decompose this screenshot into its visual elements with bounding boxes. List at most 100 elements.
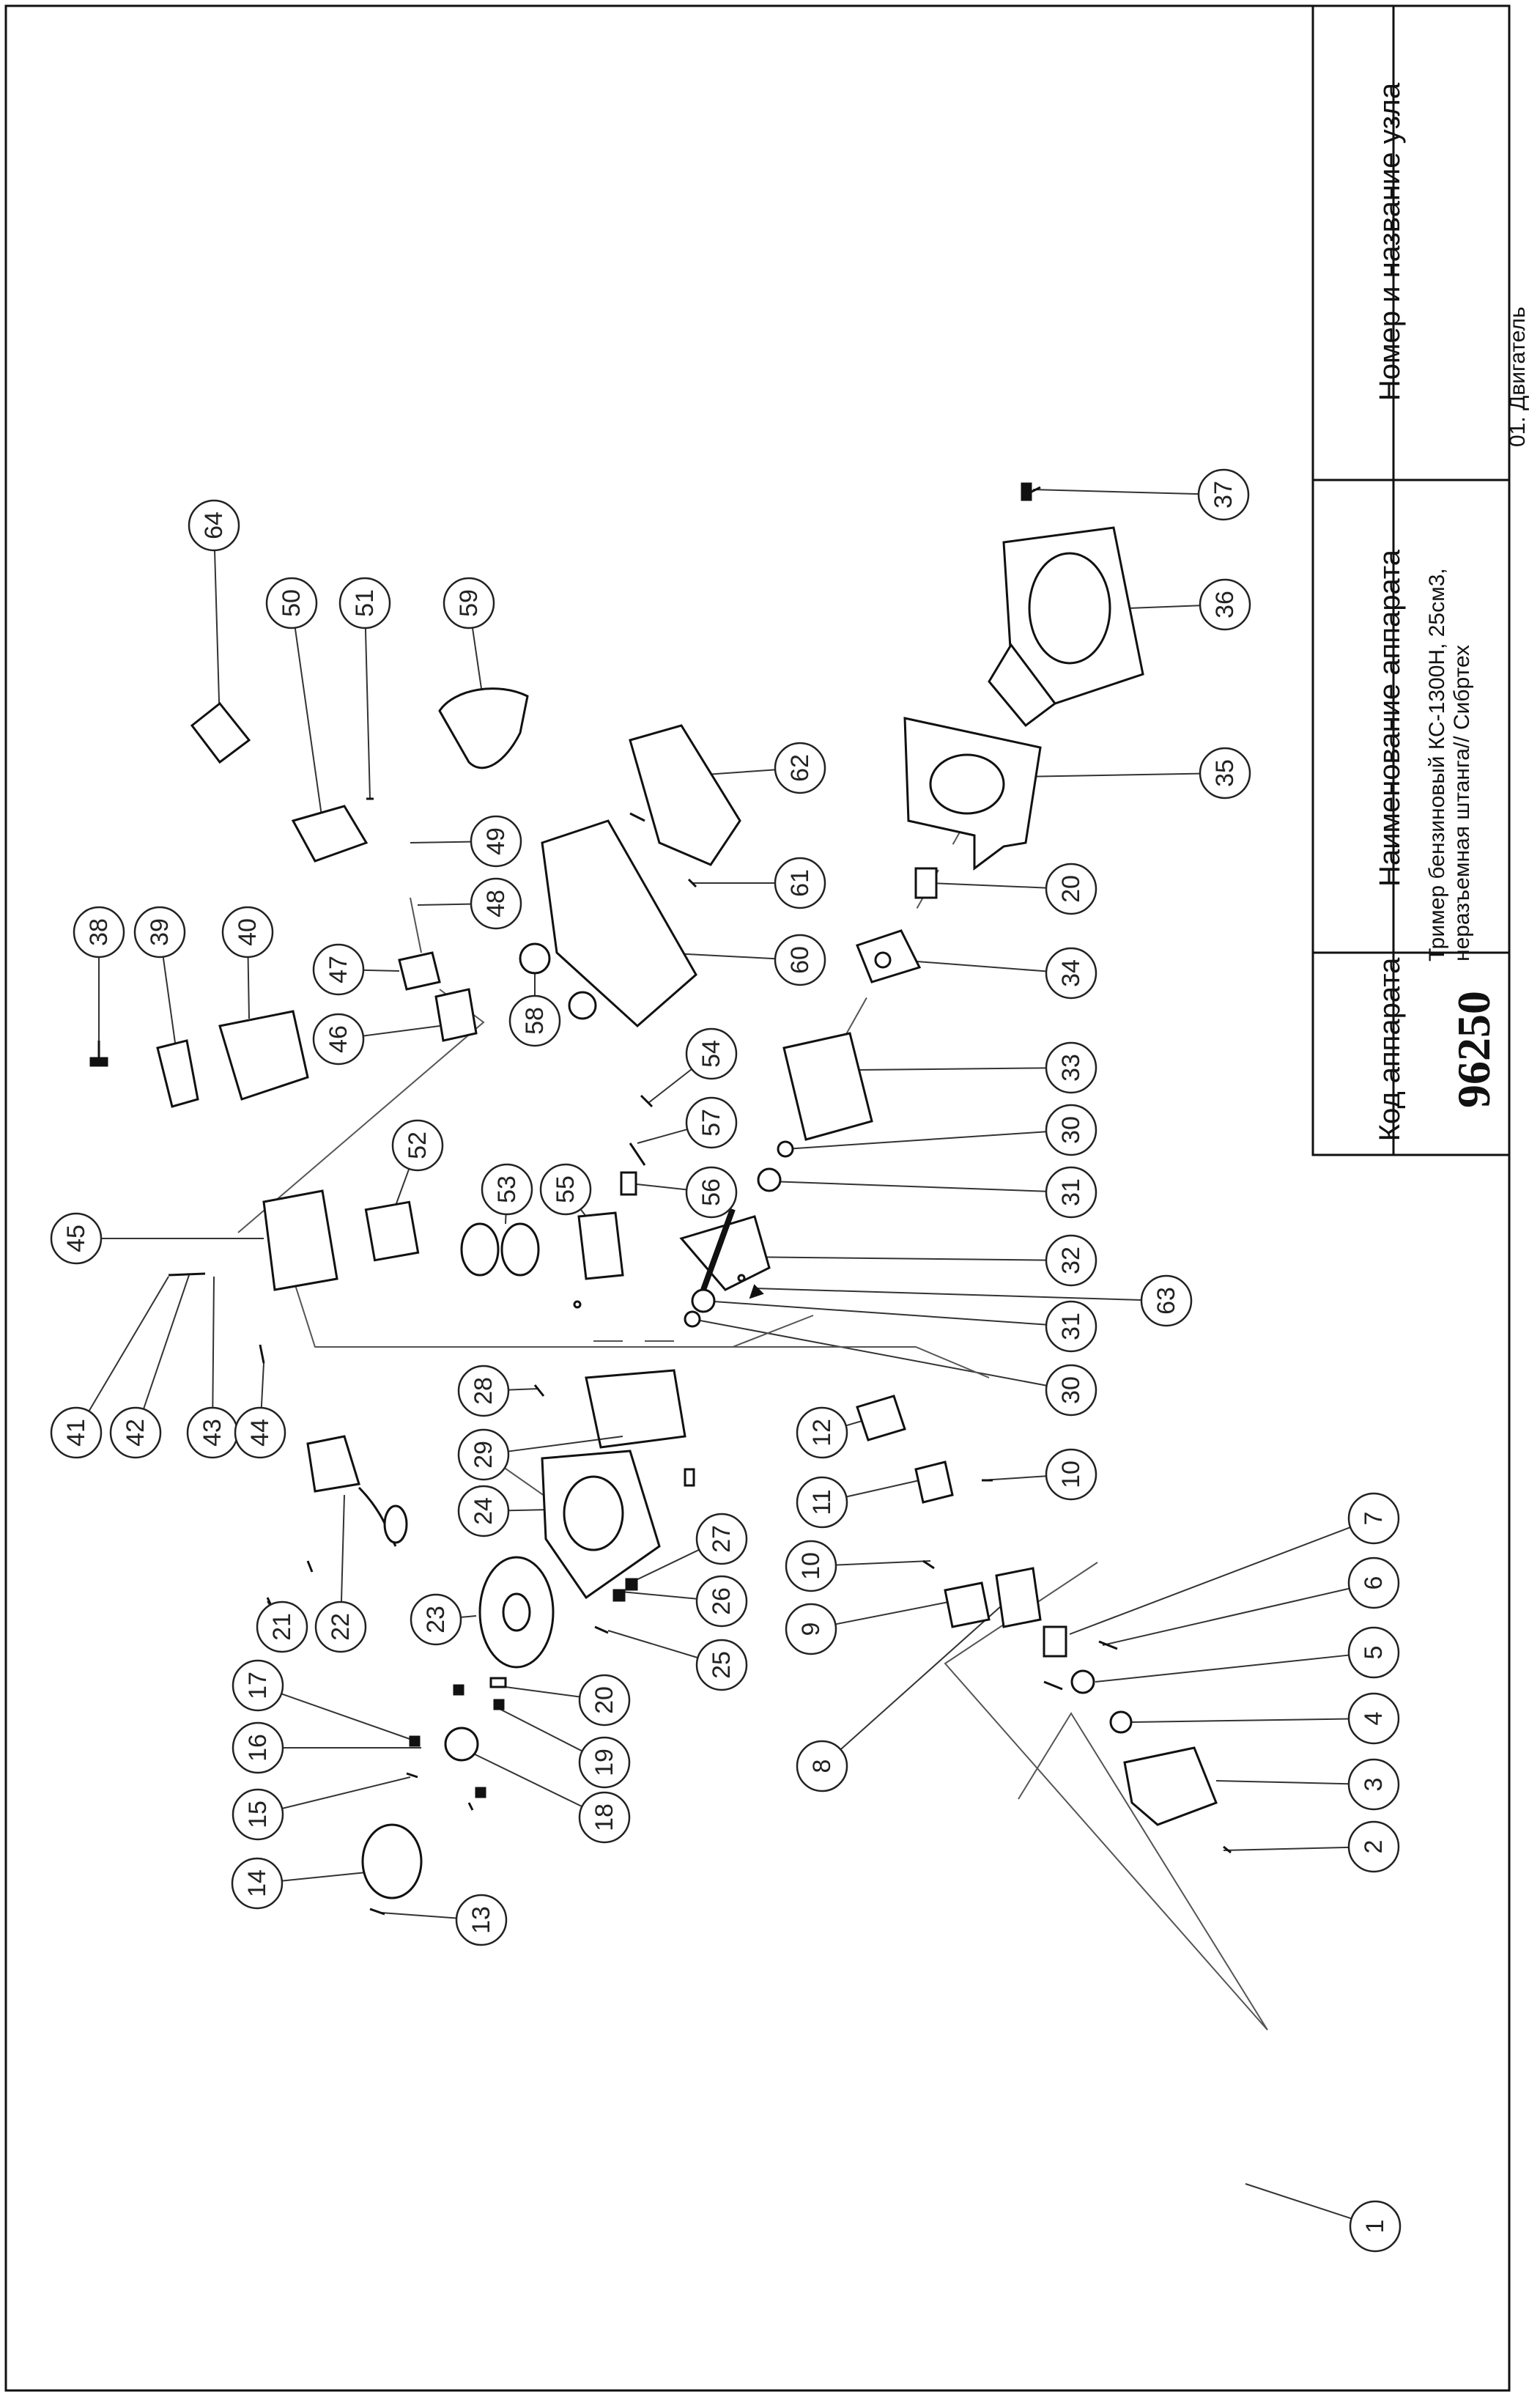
callout-circle — [1045, 1041, 1097, 1094]
unit-header: Номер и название узла — [1374, 82, 1406, 402]
callout-circle — [1347, 1492, 1400, 1545]
callout-1: 1 — [1349, 2200, 1402, 2253]
leader-line — [417, 903, 472, 906]
part-40-cover-icon — [218, 1010, 309, 1101]
callout-number: 8 — [808, 1760, 836, 1773]
callout-number: 16 — [244, 1734, 272, 1762]
callout-number: 30 — [1057, 1116, 1085, 1144]
unit-name: 01. Двигатель — [1506, 306, 1530, 447]
part-62-shroud-icon — [629, 724, 741, 866]
callout-number: 35 — [1211, 759, 1239, 787]
callout-number: 63 — [1152, 1287, 1180, 1315]
callout-number: 36 — [1211, 591, 1239, 619]
callout-60: 60 — [774, 934, 826, 986]
callout-circle — [234, 1406, 286, 1459]
callout-circle — [539, 1163, 592, 1216]
callout-58: 58 — [508, 994, 561, 1047]
callout-circle — [1349, 2200, 1402, 2253]
callout-circle — [1347, 1626, 1400, 1679]
part-29-crankcase-icon — [585, 1369, 686, 1449]
callout-number: 18 — [591, 1803, 618, 1831]
leader-line — [637, 1129, 688, 1144]
callout-number: 17 — [244, 1672, 272, 1699]
part-64-tag-icon — [190, 701, 251, 764]
leader-line — [1018, 772, 1201, 778]
name-header: Наименование аппарата — [1374, 550, 1406, 887]
callout-39: 39 — [133, 906, 186, 959]
callout-36: 36 — [1199, 578, 1251, 631]
part-47-icon — [398, 951, 441, 991]
callout-circle — [312, 943, 365, 996]
callout-52: 52 — [391, 1119, 444, 1172]
leader-line — [281, 1693, 415, 1741]
callout-number: 12 — [808, 1419, 836, 1447]
callout-number: 64 — [200, 512, 228, 539]
callout-33: 33 — [1045, 1041, 1097, 1094]
callout-circle — [578, 1736, 631, 1789]
callout-number: 22 — [327, 1613, 355, 1641]
callout-32: 32 — [1045, 1234, 1097, 1287]
leader-line — [703, 1300, 1047, 1326]
callout-55: 55 — [539, 1163, 592, 1216]
leader-line — [1215, 1780, 1350, 1785]
leader-line — [1223, 1846, 1350, 1851]
callout-number: 24 — [470, 1497, 497, 1525]
callout-circle — [265, 577, 318, 629]
callout-circle — [1347, 1692, 1400, 1745]
leader-line — [754, 1288, 1142, 1301]
leader-line — [1032, 489, 1199, 495]
leader-line — [621, 1591, 697, 1600]
callout-number: 31 — [1057, 1312, 1085, 1340]
part-7-icon — [1043, 1625, 1067, 1658]
callout-21: 21 — [256, 1600, 308, 1653]
callout-circle — [73, 906, 125, 959]
callout-44: 44 — [234, 1406, 286, 1459]
leader-line — [508, 1436, 623, 1452]
leader-line — [260, 1362, 264, 1408]
callout-circle — [231, 1857, 284, 1910]
callout-circle — [695, 1513, 748, 1565]
callout-number: 30 — [1057, 1376, 1085, 1404]
callout-49: 49 — [470, 815, 522, 868]
callout-54: 54 — [685, 1027, 738, 1080]
callout-30: 30 — [1045, 1364, 1097, 1417]
callout-number: 23 — [422, 1606, 450, 1633]
callout-number: 55 — [552, 1175, 580, 1203]
callout-number: 45 — [62, 1225, 90, 1252]
leader-line — [835, 1600, 953, 1625]
leader-line — [213, 550, 221, 726]
callout-35: 35 — [1199, 747, 1251, 800]
callout-number: 14 — [243, 1869, 271, 1897]
callout-circle — [1045, 1300, 1097, 1353]
callout-number: 25 — [708, 1651, 736, 1679]
leader-line — [508, 1388, 539, 1391]
callout-circle — [796, 1740, 848, 1792]
callout-circle — [508, 994, 561, 1047]
callout-8: 8 — [796, 1740, 848, 1792]
callout-number: 6 — [1360, 1576, 1388, 1590]
callout-circle — [188, 499, 240, 552]
callout-number: 54 — [697, 1040, 725, 1068]
callout-11: 11 — [796, 1476, 848, 1529]
callout-57: 57 — [685, 1096, 738, 1149]
callout-circle — [256, 1600, 308, 1653]
callout-number: 4 — [1360, 1712, 1388, 1726]
callout-56: 56 — [685, 1166, 738, 1219]
callout-24: 24 — [457, 1485, 510, 1537]
part-46-icon — [434, 988, 478, 1042]
callout-12: 12 — [796, 1406, 848, 1459]
callout-circle — [685, 1166, 738, 1219]
leader-line — [856, 1067, 1047, 1071]
part-11-icon — [914, 1461, 954, 1504]
callout-15: 15 — [232, 1788, 284, 1841]
callout-61: 61 — [774, 857, 826, 909]
leader-lines — [88, 489, 1352, 2220]
callout-13: 13 — [455, 1894, 508, 1946]
callout-number: 10 — [1057, 1461, 1085, 1488]
callout-10: 10 — [1045, 1448, 1097, 1501]
leader-line — [363, 969, 400, 972]
part-12-icon — [856, 1395, 906, 1441]
callout-37: 37 — [1197, 468, 1250, 521]
callout-10: 10 — [785, 1540, 837, 1592]
